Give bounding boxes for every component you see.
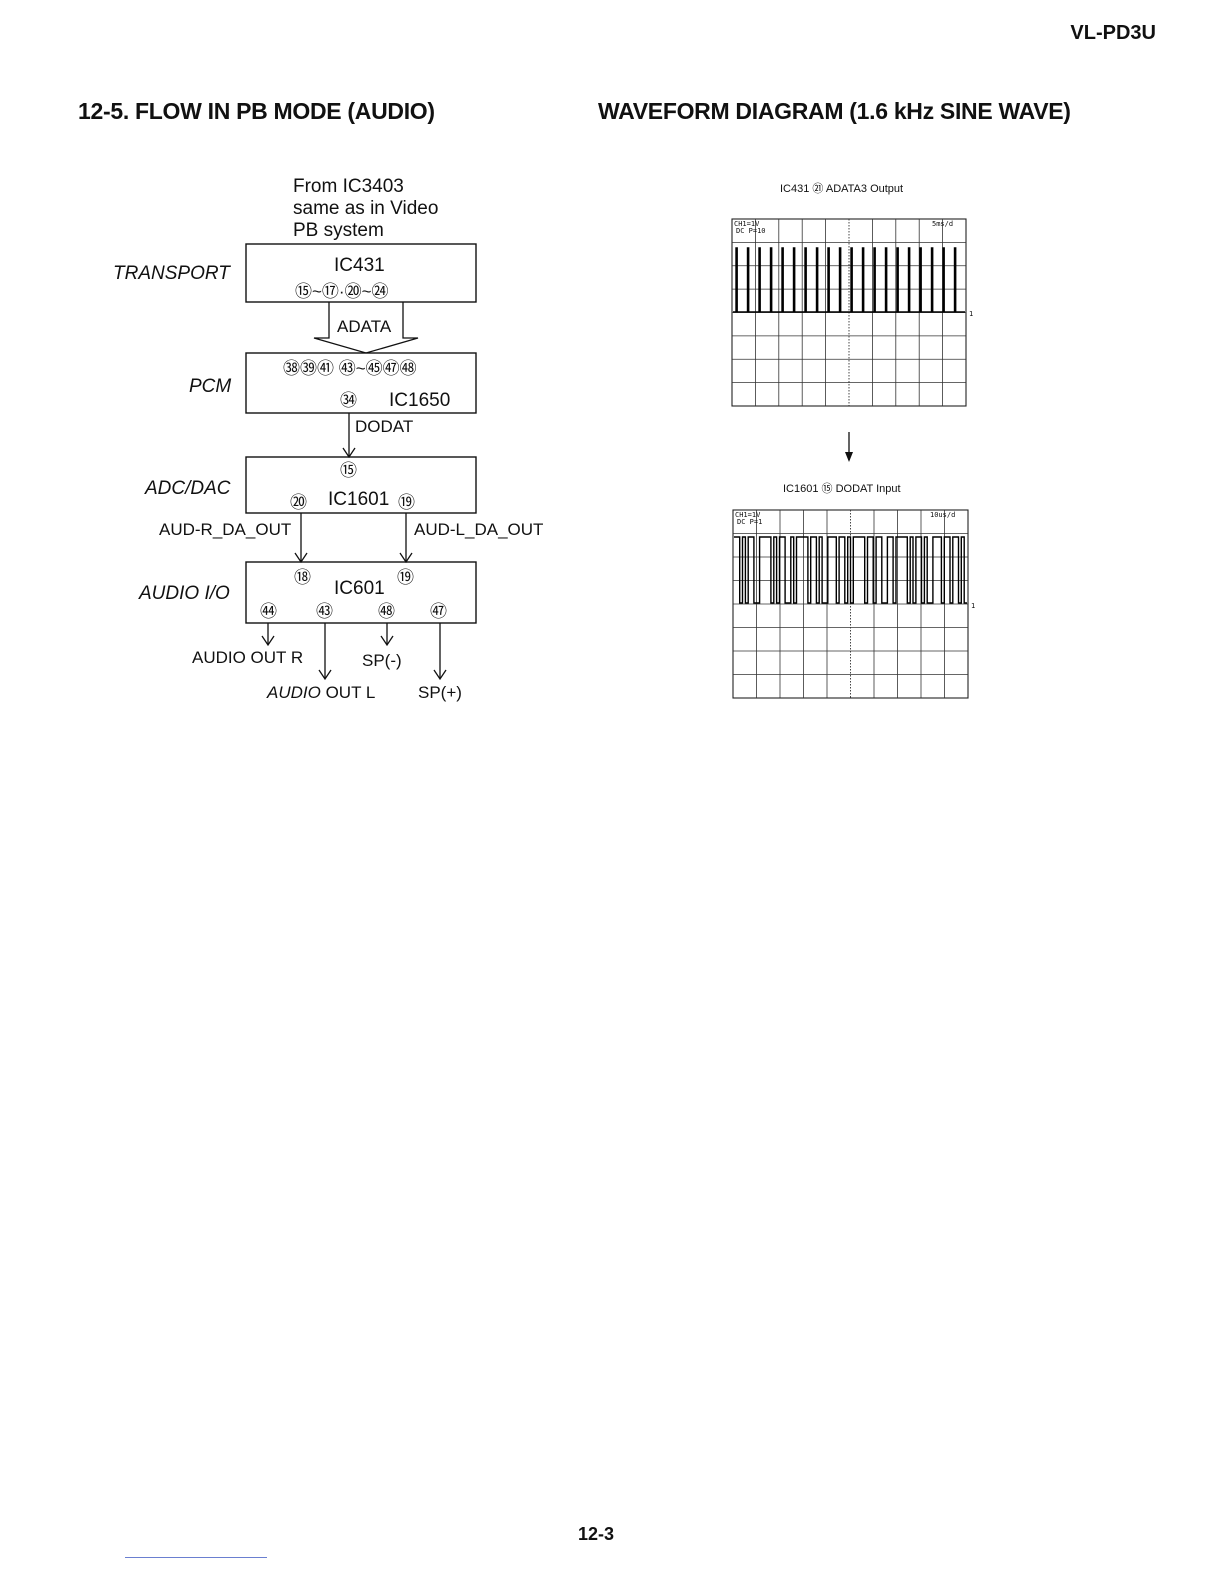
ic1601-box — [245, 456, 477, 514]
audio-out-l-arrowhead — [318, 669, 332, 681]
ic601-name: IC601 — [334, 578, 385, 599]
scope1-channel: CH1=1V — [734, 220, 760, 228]
scope1-trace — [733, 247, 965, 313]
ic1601-left-pin: ⑳ — [290, 493, 307, 512]
model-number: VL-PD3U — [1070, 22, 1156, 44]
waveform-diagram: IC431 ㉑ ADATA3 Output CH1=1V DC P=10 5ms… — [731, 182, 975, 699]
scope1-timebase: 5ms/d — [932, 220, 953, 228]
stage-label-pcm: PCM — [189, 376, 231, 397]
audio-out-r-arrowhead — [261, 635, 275, 647]
scope2-coupling: DC P=1 — [737, 518, 762, 526]
ic1601-input-pin: ⑮ — [340, 461, 357, 480]
source-note-line-3: PB system — [293, 220, 384, 241]
dodat-label: DODAT — [355, 417, 413, 436]
sp-minus-arrowhead — [380, 635, 394, 647]
scope1-coupling: DC P=10 — [736, 227, 766, 235]
ic431-pins: ⑮~⑰·⑳~㉔ — [295, 282, 389, 301]
ic1601-name: IC1601 — [328, 489, 389, 510]
ic601-pin-44: ㊹ — [260, 602, 277, 621]
ic601-pin-43: ㊸ — [316, 602, 333, 621]
ic1601-right-pin: ⑲ — [398, 493, 415, 512]
scope2-marker: 1 — [971, 602, 975, 610]
page-number: 12-3 — [578, 1524, 615, 1544]
scope2-trace — [734, 536, 967, 604]
aud-l-label: AUD-L_DA_OUT — [414, 520, 543, 539]
flow-section-title: 12-5. FLOW IN PB MODE (AUDIO) — [78, 98, 435, 124]
ic431-name: IC431 — [334, 255, 385, 276]
ic1650-box — [245, 352, 477, 414]
ic1650-output-pin: ㉞ — [340, 391, 357, 410]
ic601-pin-19: ⑲ — [397, 568, 414, 587]
stage-label-audio-io: AUDIO I/O — [138, 583, 230, 604]
scope1-screen: CH1=1V DC P=10 5ms/d 1 — [731, 218, 973, 407]
stage-label-transport: TRANSPORT — [113, 263, 231, 284]
aud-r-label: AUD-R_DA_OUT — [159, 520, 291, 539]
source-note-line-2: same as in Video — [293, 198, 438, 219]
ic601-pin-47: ㊼ — [430, 602, 447, 621]
ic431-box — [245, 243, 477, 303]
ic601-pin-48: ㊽ — [378, 602, 395, 621]
stage-label-adc-dac: ADC/DAC — [144, 478, 231, 499]
source-note-line-1: From IC3403 — [293, 176, 404, 197]
sp-plus-label: SP(+) — [418, 683, 462, 702]
waveform-section-title: WAVEFORM DIAGRAM (1.6 kHz SINE WAVE) — [598, 98, 1071, 124]
ic601-box — [245, 561, 477, 624]
scope1-caption: IC431 ㉑ ADATA3 Output — [780, 182, 903, 195]
ic1650-name: IC1650 — [389, 390, 450, 411]
adata-label: ADATA — [337, 317, 392, 336]
audio-out-l-label: AUDIO OUT L — [266, 683, 375, 702]
scope2-screen: CH1=1V DC P=1 10us/d 1 — [732, 509, 975, 699]
scope2-timebase: 10us/d — [930, 511, 955, 519]
scope2-channel: CH1=1V — [735, 511, 761, 519]
waveform-arrowhead — [845, 452, 853, 462]
sp-minus-label: SP(-) — [362, 651, 402, 670]
ic1650-input-pins: ㊳㊴㊶ ㊸~㊺㊼㊽ — [283, 359, 417, 378]
ic601-pin-18: ⑱ — [294, 568, 311, 587]
audio-flow-diagram: From IC3403 same as in Video PB system T… — [113, 176, 543, 702]
footer-rule — [125, 1557, 267, 1558]
scope1-marker: 1 — [969, 310, 973, 318]
scope2-caption: IC1601 ⑮ DODAT Input — [783, 482, 901, 495]
audio-out-r-label: AUDIO OUT R — [192, 648, 303, 667]
sp-plus-arrowhead — [433, 669, 447, 681]
